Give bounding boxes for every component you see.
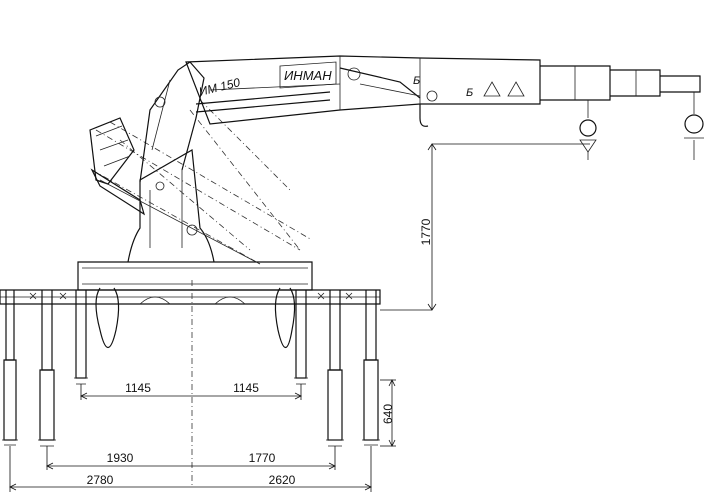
- outrigger-legs: [2, 287, 380, 447]
- dimension-lines: 1770 1145 1145 640 1930 1770 2780 2620: [9, 143, 590, 492]
- dim-inner-right: 1145: [233, 381, 259, 395]
- section-b-label-1: Б: [413, 75, 420, 87]
- folded-jib: [89, 117, 261, 265]
- hooks: [419, 92, 704, 160]
- dim-outer-left: 2780: [87, 473, 114, 487]
- section-b-label-2: Б: [466, 87, 473, 99]
- dim-inner-left: 1145: [125, 381, 151, 395]
- dim-outrigger-height: 640: [381, 404, 395, 424]
- dim-mid-left: 1930: [107, 451, 134, 465]
- dim-reach-height: 1770: [419, 218, 433, 245]
- base-frame: [0, 261, 381, 305]
- crane-column: [127, 149, 215, 263]
- alternate-boom-position: [91, 99, 313, 265]
- dim-mid-right: 1770: [249, 451, 276, 465]
- dim-outer-right: 2620: [269, 473, 296, 487]
- brand-label: ИНМАН: [284, 68, 332, 83]
